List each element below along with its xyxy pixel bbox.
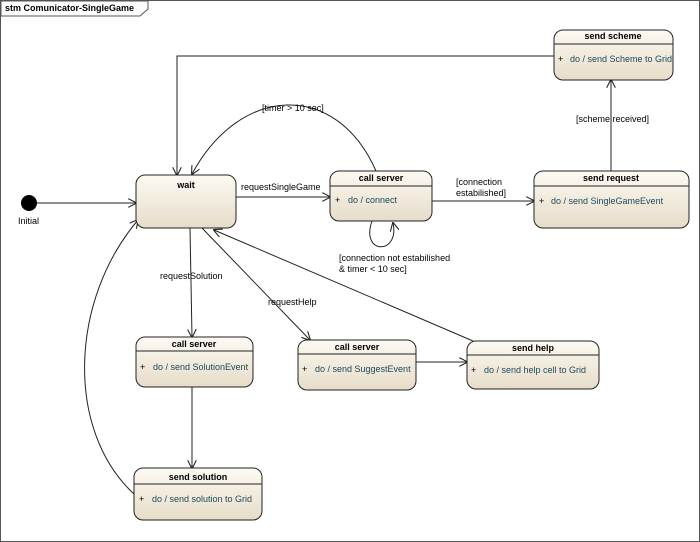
state-call-server-solution-title: call server bbox=[172, 339, 217, 349]
state-call-server-suggest-activity: do / send SuggestEvent bbox=[315, 364, 411, 374]
activity-marker: + bbox=[539, 196, 544, 206]
state-send-solution-title: send solution bbox=[169, 472, 228, 482]
state-send-help-activity: do / send help cell to Grid bbox=[484, 365, 586, 375]
label-connection-2: estabilished] bbox=[456, 188, 506, 198]
label-connection-1: [connection bbox=[456, 177, 502, 187]
state-call-server-suggest-title: call server bbox=[335, 342, 380, 352]
state-send-solution-activity: do / send solution to Grid bbox=[152, 494, 252, 504]
state-send-scheme-activity: do / send Scheme to Grid bbox=[570, 54, 672, 64]
label-not-established-1: [connection not estabilished bbox=[339, 253, 450, 263]
transition-timer-loop bbox=[192, 104, 377, 174]
state-call-server-suggest[interactable]: call server + do / send SuggestEvent bbox=[297, 339, 417, 391]
frame-label-tab: stm Comunicator-SingleGame bbox=[0, 0, 149, 17]
transition-send-scheme-wait bbox=[177, 55, 554, 175]
transition-wait-call-server-solution bbox=[190, 227, 192, 337]
state-wait[interactable]: wait bbox=[135, 174, 237, 229]
initial-node[interactable]: Initial bbox=[18, 195, 39, 226]
frame-label: stm Comunicator-SingleGame bbox=[5, 3, 134, 13]
activity-marker: + bbox=[302, 364, 307, 374]
transition-self-loop bbox=[369, 220, 394, 248]
state-send-scheme-title: send scheme bbox=[584, 31, 641, 41]
label-request-help: requestHelp bbox=[268, 297, 317, 307]
transition-labels: requestSingleGame [timer > 10 sec] [conn… bbox=[160, 103, 649, 307]
state-send-help[interactable]: send help + do / send help cell to Grid bbox=[466, 340, 600, 390]
initial-label: Initial bbox=[18, 216, 39, 226]
activity-marker: + bbox=[335, 195, 340, 205]
activity-marker: + bbox=[139, 494, 144, 504]
state-call-server-solution-activity: do / send SolutionEvent bbox=[153, 362, 249, 372]
state-send-request-activity: do / send SingleGameEvent bbox=[551, 196, 664, 206]
state-send-solution[interactable]: send solution + do / send solution to Gr… bbox=[133, 467, 263, 521]
transition-wait-call-server-suggest bbox=[201, 227, 310, 340]
transition-send-help-wait bbox=[214, 230, 474, 342]
label-request-single-game: requestSingleGame bbox=[241, 182, 321, 192]
label-not-established-2: & timer < 10 sec] bbox=[339, 264, 407, 274]
activity-marker: + bbox=[471, 365, 476, 375]
state-send-request-title: send request bbox=[583, 173, 639, 183]
state-call-server-connect-title: call server bbox=[359, 173, 404, 183]
activity-marker: + bbox=[558, 54, 563, 64]
state-call-server-connect-activity: do / connect bbox=[348, 195, 398, 205]
transition-send-solution-wait bbox=[84, 220, 138, 495]
state-call-server-solution[interactable]: call server + do / send SolutionEvent bbox=[135, 336, 254, 388]
state-send-request[interactable]: send request + do / send SingleGameEvent bbox=[533, 170, 690, 229]
state-send-help-title: send help bbox=[512, 343, 555, 353]
transitions bbox=[37, 55, 611, 495]
label-request-solution: requestSolution bbox=[160, 271, 223, 281]
state-call-server-connect[interactable]: call server + do / connect bbox=[329, 170, 433, 222]
state-send-scheme[interactable]: send scheme + do / send Scheme to Grid bbox=[553, 29, 674, 81]
state-wait-title: wait bbox=[176, 180, 195, 190]
label-timer: [timer > 10 sec] bbox=[262, 103, 324, 113]
label-scheme-received: [scheme received] bbox=[576, 114, 649, 124]
activity-marker: + bbox=[140, 362, 145, 372]
